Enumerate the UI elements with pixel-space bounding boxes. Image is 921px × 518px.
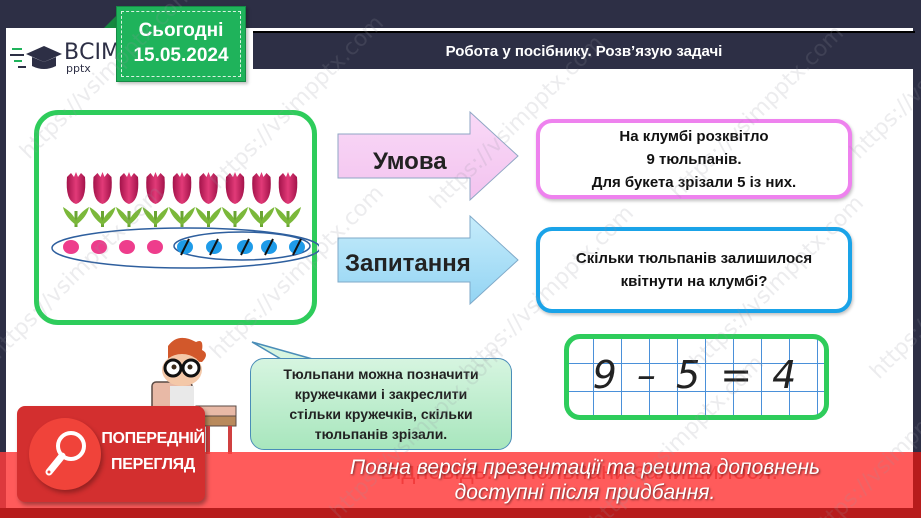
preview-message-line-1: Повна версія презентації та решта доповн… [349,456,821,479]
preview-message: Повна версія презентації та решта доповн… [280,455,890,505]
hint-line-1: Тюльпани можна позначити [283,366,479,382]
date-label: Сьогодні [138,20,224,41]
boy-character-icon [151,337,237,454]
preview-badge-line-2: ПЕРЕГЛЯД [111,456,195,473]
question-box: Скільки тюльпанів залишилося квітнути на… [536,227,852,313]
counting-dots-diagram [51,227,319,269]
question-label: Запитання [345,250,471,277]
question-arrow-icon [337,214,519,306]
hint-line-3: стільки кружечків, скільки [289,406,473,422]
condition-line-3: Для букета зрізали 5 із них. [591,173,797,191]
hint-speech-bubble: Тюльпани можна позначити кружечками і за… [250,358,512,450]
preview-message-line-2: доступні після придбання. [454,481,716,504]
condition-line-2: 9 тюльпанів. [646,150,742,168]
condition-line-1: На клумбі розквітло [619,127,769,145]
equation-box: 9 – 5 = 4 [564,334,829,420]
date-value: 15.05.2024 [133,45,229,66]
hint-line-4: тюльпанів зрізали. [314,426,448,442]
hint-line-2: кружечками і закреслити [294,386,468,402]
tulips-icon [63,171,303,227]
equation-text: 9 – 5 = 4 [592,353,801,397]
magnifier-icon [45,431,86,476]
condition-arrow-icon [337,110,519,202]
logo-subtext: pptx [66,62,91,75]
question-line-1: Скільки тюльпанів залишилося [575,250,813,267]
preview-overlay-edge [913,452,921,518]
condition-box: На клумбі розквітло 9 тюльпанів. Для бук… [536,119,852,199]
logo-text: ВСІМ [64,40,120,65]
tulip-illustration-box [34,110,319,325]
slide-title-bar: Робота у посібнику. Розв’язую задачі [253,31,915,69]
question-line-2: квітнути на клумбі? [620,273,768,290]
date-badge: Сьогодні 15.05.2024 [116,6,246,82]
graduation-cap-icon [10,46,62,69]
preview-badge-line-1: ПОПЕРЕДНІЙ [101,430,205,447]
preview-badge-text: ПОПЕРЕДНІЙ ПЕРЕГЛЯД [101,426,205,478]
condition-label: Умова [373,148,447,175]
vsim-logo: ВСІМ pptx [10,40,120,75]
preview-badge[interactable]: ПОПЕРЕДНІЙ ПЕРЕГЛЯД [17,406,205,502]
preview-overlay-bottom [0,508,921,518]
date-badge-fold [104,16,116,28]
preview-circle [29,418,101,490]
slide-title: Робота у посібнику. Розв’язую задачі [445,42,723,60]
